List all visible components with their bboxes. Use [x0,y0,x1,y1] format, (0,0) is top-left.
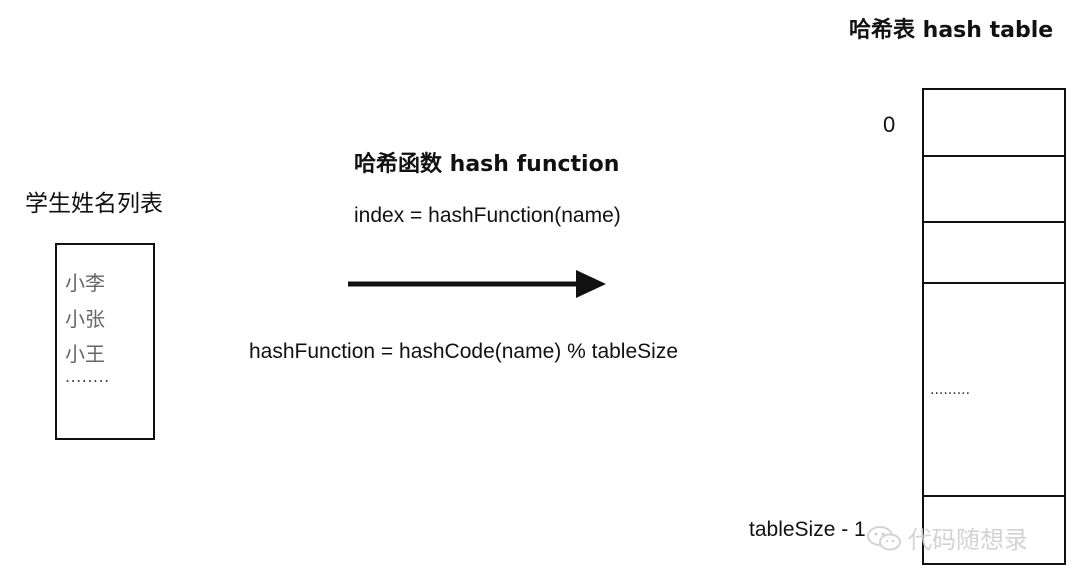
student-list-title: 学生姓名列表 [25,191,163,217]
mapping-arrow [348,270,606,298]
slot-divider [924,155,1064,157]
wechat-icon [867,525,901,550]
arrow-head [576,270,606,298]
hash-table-ellipsis: ......... [930,382,971,398]
student-name: 小李 [65,271,105,295]
hash-table-last-index: tableSize - 1 [749,518,866,541]
slot-divider [924,495,1064,497]
student-list-ellipsis: ........ [65,367,110,386]
hash-table-first-index: 0 [883,112,896,137]
hash-table [922,88,1066,565]
hash-table-title: 哈希表 hash table [849,18,1054,43]
hash-function-definition: hashFunction = hashCode(name) % tableSiz… [249,340,679,363]
index-formula: index = hashFunction(name) [354,204,621,227]
student-name: 小王 [65,342,105,366]
hash-function-title: 哈希函数 hash function [354,152,620,177]
student-name: 小张 [65,307,105,331]
slot-divider [924,282,1064,284]
watermark: 代码随想录 [866,520,1028,555]
slot-divider [924,221,1064,223]
student-list-box: 小李 小张 小王 ........ [55,243,155,440]
watermark-text: 代码随想录 [908,526,1028,554]
